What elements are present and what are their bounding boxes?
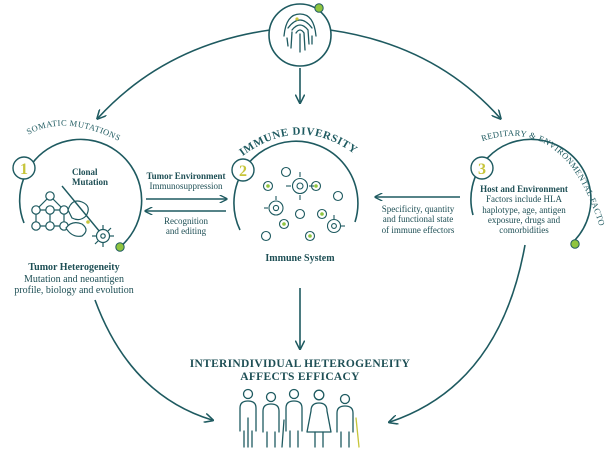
mutation-highlight [86, 220, 90, 224]
clonal-tree-icon [31, 185, 114, 247]
fingerprint-highlight [295, 17, 299, 21]
node-immune-title: Immune System [265, 253, 335, 264]
person-5-icon [336, 393, 360, 448]
person-3-icon [281, 388, 303, 448]
link-tumor-to-immune: Tumor Environment Immunosuppression [140, 171, 232, 192]
node-hereditary-dot [570, 239, 580, 249]
cycle-arc-top-right [329, 29, 500, 118]
link-tumor-to-immune-sub: Immunosuppression [149, 181, 223, 192]
link-host-to-immune-line3: of immune effectors [381, 224, 455, 235]
node-hereditary-desc-line4: comorbidities [499, 225, 549, 236]
node-immune-number: 2 [239, 163, 247, 180]
link-host-to-immune: Specificity, quantity and functional sta… [368, 204, 468, 235]
fingerprint-node [268, 3, 332, 67]
mutant-cell-icon [92, 225, 114, 247]
node-hereditary-desc-line3: exposure, drugs and [487, 215, 561, 226]
node-hereditary-title: Host and Environment [480, 184, 568, 194]
immune-cells-accents [266, 184, 324, 238]
node-somatic [12, 138, 143, 252]
node-hereditary-desc-line1: Factors include HLA [486, 194, 562, 205]
node-hereditary [470, 138, 592, 249]
node-hereditary-badge [470, 156, 494, 180]
node-hereditary-number: 3 [478, 161, 486, 178]
person-4-icon [306, 389, 332, 448]
fingerprint-icon [283, 13, 317, 53]
clonal-mutation-label: Clonal Mutation [72, 167, 108, 188]
people-group-icon [239, 388, 360, 448]
node-somatic-desc-line1: Mutation and neoantigen [24, 273, 124, 285]
outcome-line1: INTERINDIVIDUAL HETEROGENEITY [189, 358, 411, 370]
link-immune-to-tumor: Recognition and editing [140, 216, 232, 237]
outcome-title: INTERINDIVIDUAL HETEROGENEITY AFFECTS EF… [180, 358, 420, 384]
node-immune [231, 140, 359, 242]
node-hereditary-desc-line2: haplotype, age, antigen [482, 204, 566, 215]
person-1-icon [239, 388, 257, 448]
person-2-icon [262, 391, 280, 448]
link-host-to-immune-line2: and functional state [382, 214, 454, 225]
fingerprint-node-dot [314, 3, 324, 13]
node-immune-badge [231, 158, 255, 182]
link-tumor-to-immune-title: Tumor Environment [146, 171, 226, 181]
cycle-arc-top-left [98, 29, 271, 118]
node-hereditary-caption: Host and Environment Factors include HLA… [476, 184, 572, 236]
clonal-mutation-line2: Mutation [72, 177, 108, 188]
node-somatic-desc-line2: profile, biology and evolution [14, 285, 134, 296]
link-immune-to-tumor-line2: and editing [165, 226, 207, 237]
link-immune-to-tumor-line1: Recognition [164, 216, 208, 226]
node-somatic-caption: Tumor Heterogeneity Mutation and neoanti… [4, 262, 144, 297]
node-somatic-title: Tumor Heterogeneity [28, 262, 120, 273]
outcome-line2: AFFECTS EFFICACY [240, 371, 360, 384]
cycle-arc-bottom-left [94, 299, 212, 420]
node-hereditary-ring [470, 138, 592, 241]
cycle-arc-bottom-right [390, 244, 526, 422]
node-somatic-number: 1 [20, 161, 28, 178]
link-host-to-immune-line1: Specificity, quantity [381, 204, 455, 214]
node-somatic-badge [12, 156, 36, 180]
node-immune-ring [233, 140, 359, 231]
node-somatic-ring [18, 138, 143, 248]
node-somatic-dot [115, 242, 125, 252]
clonal-mutation-line1: Clonal [72, 167, 98, 177]
immune-cells-icon [260, 166, 345, 242]
